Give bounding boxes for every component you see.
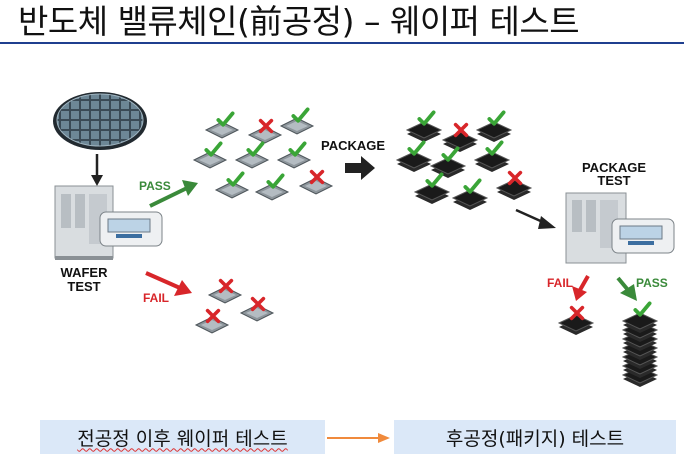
- passed-die: [214, 171, 250, 199]
- passed-package: [429, 146, 467, 178]
- passed-die: [279, 107, 315, 135]
- failed-die: [194, 308, 230, 334]
- passed-package-stack: [621, 301, 659, 387]
- passed-package: [405, 110, 443, 142]
- x-icon: [507, 170, 523, 186]
- post-process-test-box: 후공정(패키지) 테스트: [394, 420, 676, 454]
- wafer-test-label-line2: TEST: [67, 279, 100, 294]
- passed-package: [395, 140, 433, 172]
- passed-package: [413, 172, 451, 204]
- failed-dies-group: [194, 278, 275, 334]
- stacked-package: [621, 301, 659, 333]
- failed-package-chip: [557, 305, 595, 335]
- check-icon: [407, 140, 426, 156]
- check-icon: [633, 301, 652, 317]
- x-icon: [258, 118, 274, 134]
- x-icon: [205, 308, 221, 324]
- check-icon: [246, 141, 265, 157]
- failed-package: [495, 170, 533, 200]
- passed-die: [276, 141, 312, 169]
- failed-package: [557, 305, 595, 335]
- check-icon: [226, 171, 245, 187]
- pass-arrow-right: [616, 276, 630, 292]
- pass-label-right: PASS: [636, 276, 668, 290]
- package-test-label: PACKAGE: [582, 160, 646, 175]
- x-icon: [218, 278, 234, 294]
- title-underline: [0, 42, 684, 44]
- check-icon: [204, 141, 223, 157]
- passed-package: [451, 178, 489, 210]
- failed-die: [239, 296, 275, 322]
- check-icon: [485, 140, 504, 156]
- pre-process-test-box: 전공정 이후 웨이퍼 테스트: [40, 420, 325, 454]
- pass-arrow-left: [149, 186, 188, 208]
- failed-die: [207, 278, 243, 304]
- pass-label-left: PASS: [139, 179, 171, 193]
- check-icon: [216, 111, 235, 127]
- wafer-test-label: WAFER: [61, 265, 109, 280]
- check-icon: [417, 110, 436, 126]
- fail-arrow-right: [578, 275, 590, 291]
- failed-package: [441, 122, 479, 152]
- passed-dies-group: [192, 107, 334, 201]
- package-label: PACKAGE: [321, 138, 385, 153]
- failed-die: [247, 118, 283, 144]
- passed-die: [204, 111, 240, 139]
- check-icon: [288, 141, 307, 157]
- pre-process-test-text: 전공정 이후 웨이퍼 테스트: [77, 427, 288, 450]
- x-icon: [569, 305, 585, 321]
- package-tester-machine: [565, 192, 675, 264]
- fail-label-right: FAIL: [547, 276, 573, 290]
- package-arrow: [345, 156, 375, 180]
- wafer-image: [53, 92, 147, 150]
- fail-arrow-left: [145, 271, 181, 290]
- check-icon: [487, 110, 506, 126]
- check-icon: [266, 173, 285, 189]
- post-process-test-text: 후공정(패키지) 테스트: [445, 427, 625, 450]
- package-test-label-line2: TEST: [597, 173, 630, 188]
- x-icon: [250, 296, 266, 312]
- check-icon: [463, 178, 482, 194]
- passed-package: [473, 140, 511, 172]
- check-icon: [441, 146, 460, 162]
- page-title: 반도체 밸류체인(前공정) – 웨이퍼 테스트: [18, 2, 580, 41]
- x-icon: [309, 169, 325, 185]
- x-icon: [453, 122, 469, 138]
- passed-package: [475, 110, 513, 142]
- passed-die: [192, 141, 228, 169]
- check-icon: [291, 107, 310, 123]
- fail-label-left: FAIL: [143, 291, 169, 305]
- passed-die: [254, 173, 290, 201]
- wafer-tester-machine: [54, 185, 163, 260]
- passed-die: [234, 141, 270, 169]
- check-icon: [425, 172, 444, 188]
- packaged-chips-group: [395, 110, 533, 210]
- failed-die: [298, 169, 334, 195]
